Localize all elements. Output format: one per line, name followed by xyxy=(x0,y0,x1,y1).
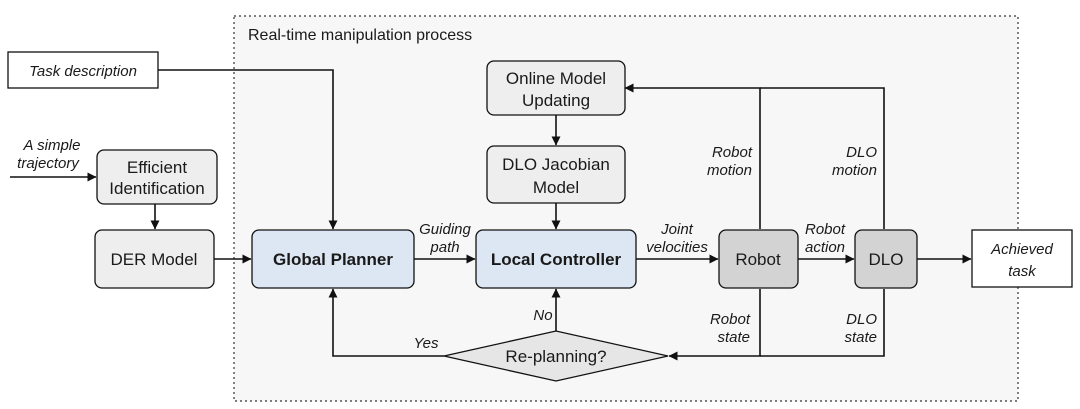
process-region xyxy=(233,15,1019,402)
robot-label: Robot xyxy=(735,250,781,269)
label-yes: Yes xyxy=(413,335,439,352)
dlo-label: DLO xyxy=(869,250,904,269)
node-local-controller: Local Controller xyxy=(475,229,637,289)
efficient-identification-line1: Efficient xyxy=(127,158,187,177)
edge-robot-state-to-replanning xyxy=(668,289,761,361)
node-dlo: DLO xyxy=(854,229,918,289)
label-robot-action-1: Robot xyxy=(805,221,846,238)
edge-replanning-yes xyxy=(328,288,444,357)
edge-task-to-global-planner xyxy=(158,69,338,230)
label-dlo-state-2: state xyxy=(844,329,877,346)
node-achieved-task: Achieved task xyxy=(971,229,1073,288)
dlo-jacobian-model-line1: DLO Jacobian xyxy=(502,155,610,174)
node-online-model-updating: Online Model Updating xyxy=(486,60,626,116)
label-robot-action-2: action xyxy=(805,239,845,256)
task-description-label: Task description xyxy=(29,63,137,80)
label-robot-motion-1: Robot xyxy=(712,144,753,161)
label-no: No xyxy=(533,307,552,324)
node-replanning-decision: Re-planning? xyxy=(443,330,669,382)
label-joint-velocities-1: Joint xyxy=(660,221,694,238)
node-dlo-jacobian-model: DLO Jacobian Model xyxy=(486,145,626,204)
label-robot-motion-2: motion xyxy=(707,162,752,179)
edge-robot-motion-to-updating xyxy=(624,83,761,229)
label-dlo-state-1: DLO xyxy=(846,311,877,328)
local-controller-label: Local Controller xyxy=(491,250,622,269)
node-efficient-identification: Efficient Identification xyxy=(96,149,218,205)
edges xyxy=(10,69,972,361)
node-robot: Robot xyxy=(718,229,799,289)
der-model-label: DER Model xyxy=(111,250,198,269)
label-dlo-motion-2: motion xyxy=(832,162,877,179)
efficient-identification-line2: Identification xyxy=(109,179,204,198)
process-title: Real-time manipulation process xyxy=(248,27,472,44)
label-guiding-path-2: path xyxy=(429,239,459,256)
replanning-label: Re-planning? xyxy=(505,347,606,366)
edge-labels: A simple trajectory Guiding path Joint v… xyxy=(17,137,877,352)
label-guiding-path-1: Guiding xyxy=(419,221,471,238)
label-joint-velocities-2: velocities xyxy=(646,239,708,256)
label-simple-trajectory-2: trajectory xyxy=(17,155,80,172)
online-model-updating-line2: Updating xyxy=(522,91,590,110)
node-task-description: Task description xyxy=(7,51,159,89)
edge-dlo-state-line xyxy=(760,289,885,357)
edge-dlo-motion-line xyxy=(760,87,885,229)
label-dlo-motion-1: DLO xyxy=(846,144,877,161)
online-model-updating-line1: Online Model xyxy=(506,69,606,88)
node-global-planner: Global Planner xyxy=(251,229,415,289)
label-robot-state-2: state xyxy=(717,329,750,346)
label-simple-trajectory-1: A simple xyxy=(23,137,81,154)
dlo-jacobian-model-line2: Model xyxy=(533,178,579,197)
achieved-task-line2: task xyxy=(1008,263,1037,280)
global-planner-label: Global Planner xyxy=(273,250,393,269)
label-robot-state-1: Robot xyxy=(710,311,751,328)
achieved-task-line1: Achieved xyxy=(990,241,1053,258)
node-der-model: DER Model xyxy=(94,229,215,289)
